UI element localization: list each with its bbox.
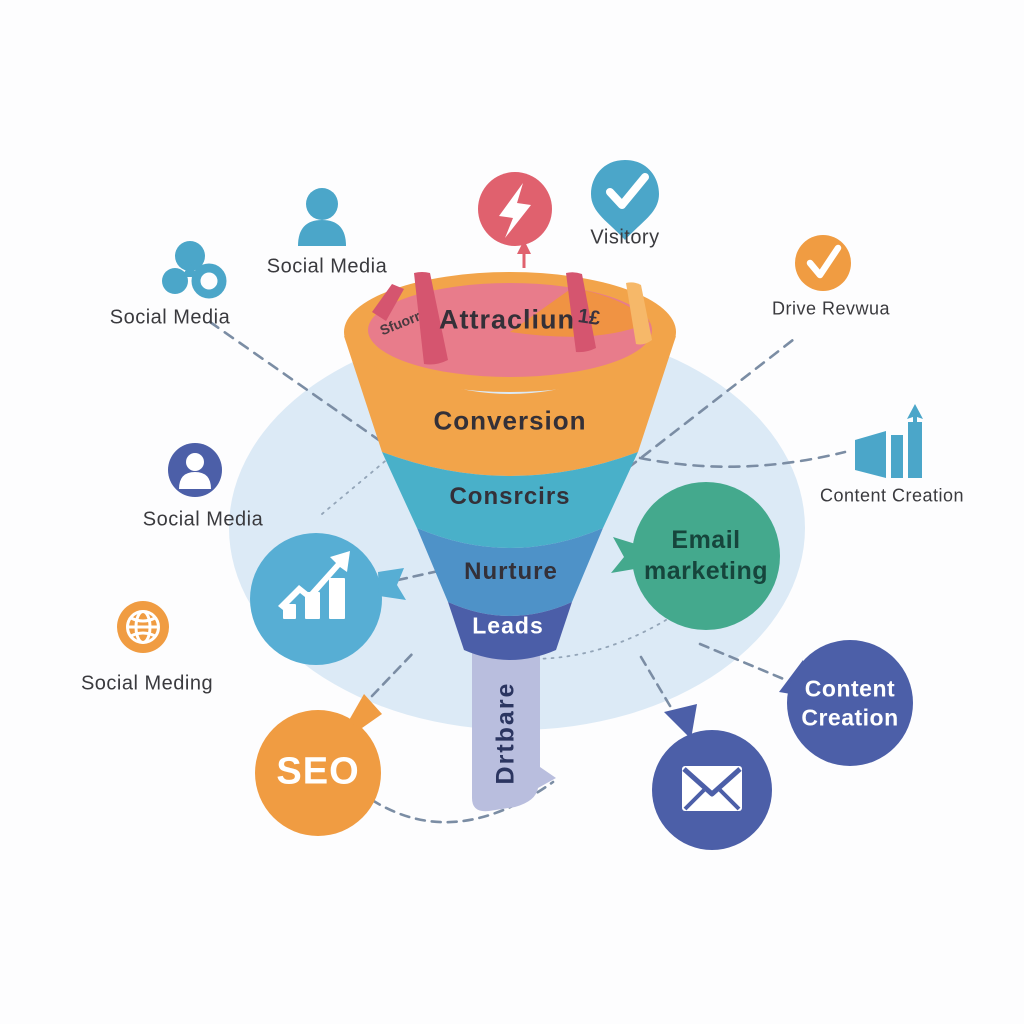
rim-divider-2 [414, 272, 448, 365]
label-content-creation-circle: Content Creation [801, 674, 898, 732]
label-email-marketing-line2: marketing [644, 557, 768, 585]
label-social-meding: Social Meding [80, 672, 214, 695]
content-creation-icon [855, 404, 923, 478]
funnel-rim-dividers [372, 272, 596, 365]
label-visitory: Visitory [590, 226, 660, 249]
connector-chart-to-funnel [396, 566, 454, 582]
connector-funnel-to-reviews [626, 334, 800, 470]
rim-divider-3 [566, 272, 596, 353]
label-content-creation-line2: Creation [801, 704, 899, 730]
label-drive-revwua: Drive Revwua [771, 298, 891, 319]
funnel-stage-nurture [417, 528, 603, 616]
envelope-icon [682, 766, 742, 811]
funnel-tail [472, 650, 556, 812]
funnel-tail-label: Drtbare [491, 681, 520, 785]
envelope-arrow-notch [664, 704, 697, 739]
label-social-media-cluster: Social Media [109, 306, 231, 329]
globe-icon [117, 601, 169, 653]
growth-chart-icon [250, 533, 406, 665]
connector-funnel-to-content-icon [638, 450, 847, 468]
rim-divider-4 [626, 282, 652, 345]
seo-circle [255, 694, 382, 836]
funnel-label-nurture: Nurture [464, 558, 558, 585]
label-social-media-person: Social Media [266, 255, 388, 278]
content-creation-circle [779, 640, 913, 766]
funnel-label-conversion: Conversion [433, 405, 587, 436]
email-marketing-circle [611, 482, 780, 630]
funnel-up-arrow [517, 240, 531, 268]
funnel-label-leads: Leads [472, 612, 544, 639]
connector-green-to-envelope [639, 655, 678, 718]
label-content-creation-line1: Content [804, 675, 896, 702]
connector-social-to-funnel [208, 320, 398, 454]
rim-divider-1 [372, 284, 404, 321]
seo-arrow-notch [348, 694, 382, 728]
person-icon-indigo [168, 443, 222, 497]
funnel-stage-leads [448, 602, 572, 660]
funnel-stage-conversion [344, 336, 676, 476]
checkmark-pin-icon [591, 160, 659, 240]
check-circle-icon [795, 235, 851, 291]
label-seo: SEO [276, 750, 360, 793]
label-email-marketing: Email marketing [644, 525, 768, 588]
label-social-media-indigo: Social Media [142, 508, 264, 531]
growth-chart-arrow-notch [378, 568, 406, 600]
connector-green-to-content-circle [698, 642, 788, 682]
funnel-rim-scribble-right: 1£ [576, 305, 602, 330]
label-email-marketing-line1: Email [671, 525, 741, 554]
envelope-circle [652, 704, 772, 850]
funnel-label-attraction: Attracliun [438, 304, 576, 335]
person-icon-teal [298, 188, 346, 246]
social-cluster-icon [162, 241, 227, 299]
funnel-stage-consideration [382, 452, 638, 548]
label-content-creation-icon: Content Creation [819, 485, 965, 506]
lightning-icon [478, 172, 552, 246]
connector-seo-to-funnel [370, 648, 418, 698]
funnel-label-consideration: Consrcirs [449, 483, 571, 510]
connector-dotted-left [321, 451, 397, 515]
